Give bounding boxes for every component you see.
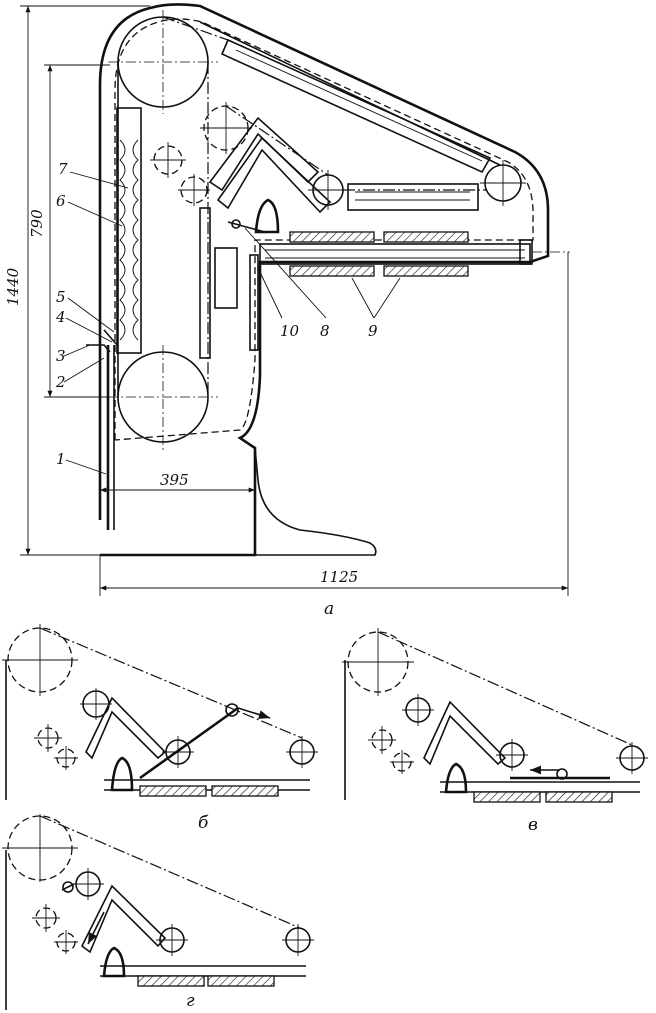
cassette-column	[116, 107, 142, 354]
caption-v: в	[528, 815, 538, 835]
caption-a: а	[324, 599, 334, 619]
heater-plate-bottom-1	[289, 265, 375, 277]
caption-b: б	[198, 813, 209, 833]
top-cassette	[220, 38, 492, 174]
part-label-1: 1	[56, 450, 66, 468]
caption-g: г	[186, 991, 195, 1011]
part-label-10: 10	[280, 322, 300, 340]
part-label-4: 4	[55, 308, 66, 326]
work-table	[259, 243, 531, 265]
part-leaders	[63, 171, 401, 475]
heater-plate-bottom-2	[383, 265, 469, 277]
part-label-6: 6	[56, 192, 66, 210]
view-g: г	[2, 814, 314, 1011]
small-pulleys	[150, 102, 526, 210]
bottom-pulley	[108, 345, 218, 450]
housing-inner	[114, 18, 534, 441]
heater-plate-top-1	[289, 231, 375, 243]
view-b: б	[2, 624, 318, 833]
part-label-3: 3	[56, 347, 66, 365]
housing-outer	[98, 3, 550, 557]
upper-plate	[347, 183, 479, 211]
part-label-2: 2	[55, 373, 66, 391]
view-a: 1440 790 395 1125 7 6 5 4 3 2 1 10 8 9 а	[4, 3, 570, 619]
dim-working-height: 790	[28, 209, 46, 238]
view-v: в	[342, 628, 648, 835]
dim-total-width: 1125	[320, 568, 358, 586]
heater-plate-top-2	[383, 231, 469, 243]
part-label-8: 8	[320, 322, 330, 340]
top-pulley	[108, 10, 218, 114]
dim-total-height: 1440	[4, 267, 22, 306]
machine-foot	[100, 447, 377, 556]
part-label-5: 5	[56, 288, 66, 306]
dim-depth: 395	[160, 471, 189, 489]
part-label-7: 7	[58, 160, 68, 178]
pressing-iron	[254, 198, 280, 234]
part-label-9: 9	[368, 322, 378, 340]
